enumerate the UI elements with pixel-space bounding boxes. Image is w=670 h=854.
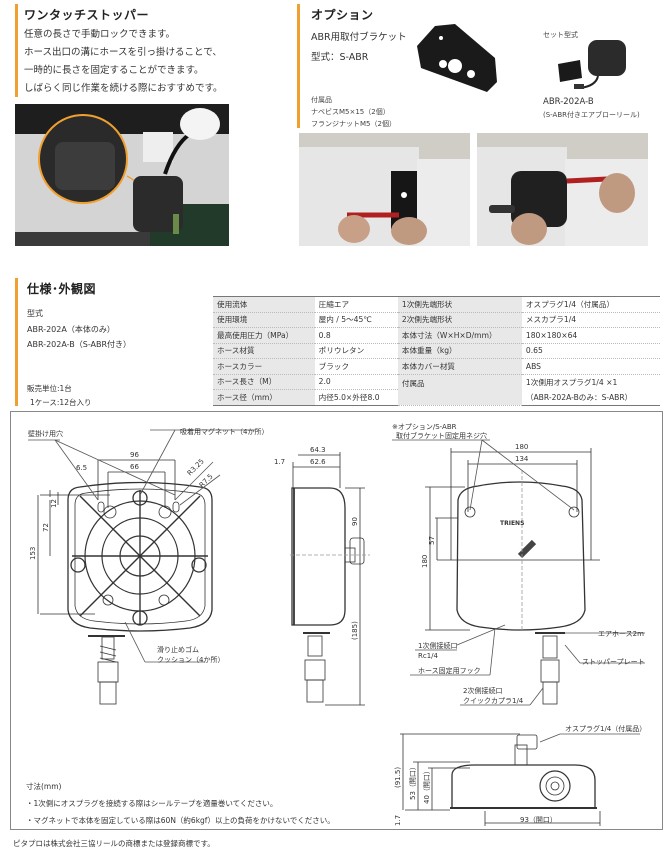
drawing-frame <box>10 411 663 830</box>
svg-text:滑り止めゴム: 滑り止めゴム <box>157 645 199 654</box>
svg-text:93（開口）: 93（開口） <box>520 816 557 824</box>
accent-bar <box>15 278 18 406</box>
svg-text:72: 72 <box>42 523 50 532</box>
set-desc: (S-ABR付きエアブローリール) <box>543 111 640 119</box>
install-photo-1 <box>299 133 470 246</box>
spec-table: 使用流体圧縮エア 1次側先端形状オスプラグ1/4（付属品） 使用環境屋内 / 5… <box>213 296 660 406</box>
accessory-item: フランジナットM5（2個） <box>311 120 396 128</box>
set-photo <box>550 38 630 92</box>
bracket-photo <box>415 22 500 97</box>
svg-text:※オプション/S-ABR: ※オプション/S-ABR <box>392 423 457 431</box>
svg-text:(91.5): (91.5) <box>394 767 402 788</box>
case-qty: 1ケース:12台入り <box>30 398 92 407</box>
accent-bar <box>15 4 18 97</box>
dim-66: 66 <box>130 463 139 471</box>
svg-text:オスプラグ1/4（付属品）: オスプラグ1/4（付属品） <box>565 724 646 733</box>
dim-96: 96 <box>130 451 139 459</box>
table-row: 使用流体圧縮エア 1次側先端形状オスプラグ1/4（付属品） <box>213 296 660 313</box>
svg-text:153: 153 <box>29 547 37 560</box>
svg-text:R3.25: R3.25 <box>186 457 206 477</box>
svg-text:53（開口）: 53（開口） <box>409 763 417 800</box>
model-item: ABR-202A-B（S-ABR付き） <box>27 340 132 349</box>
set-model-label: セット型式 <box>543 31 578 39</box>
svg-text:57: 57 <box>428 536 436 545</box>
table-row: ホース径（mm）内径5.0×外径8.0 （ABR-202A-Bのみ：S-ABR） <box>213 389 660 406</box>
svg-text:ホース固定用フック: ホース固定用フック <box>418 666 481 675</box>
sales-unit: 販売単位:1台 <box>27 384 72 393</box>
install-photo-2 <box>477 133 648 246</box>
svg-text:(185): (185) <box>351 621 359 640</box>
spec-title: 仕様･外観図 <box>27 282 97 296</box>
option-title: オプション <box>311 8 374 22</box>
table-row: 使用環境屋内 / 5～45℃ 2次側先端形状メスカプラ1/4 <box>213 312 660 328</box>
svg-text:134: 134 <box>515 455 529 463</box>
model-item: ABR-202A（本体のみ） <box>27 325 115 334</box>
svg-text:クイックカプラ1/4: クイックカプラ1/4 <box>463 697 524 705</box>
svg-text:1.7: 1.7 <box>274 458 285 466</box>
accent-bar <box>297 4 300 128</box>
bracket-name: ABR用取付ブラケット <box>311 32 407 43</box>
dimension-unit-note: 寸法(mm) <box>26 782 62 791</box>
svg-text:12: 12 <box>50 499 58 508</box>
svg-text:62.6: 62.6 <box>310 458 326 466</box>
svg-text:90: 90 <box>351 517 359 526</box>
model-label: 型式 <box>27 309 43 318</box>
svg-text:1.7: 1.7 <box>394 815 402 826</box>
trademark-footer: ピタプロは株式会社三協リールの商標または登録商標です。 <box>13 839 215 848</box>
table-row: ホース材質ポリウレタン 本体重量（kg）0.65 <box>213 343 660 359</box>
caution-note: ・1次側にオスプラグを接続する際はシールテープを適量巻いてください。 <box>26 799 278 808</box>
stopper-photo <box>15 104 229 246</box>
stopper-title: ワンタッチストッパー <box>24 8 150 22</box>
svg-text:2次側接続口: 2次側接続口 <box>463 686 502 695</box>
svg-text:エアホース2m: エアホース2m <box>598 630 644 638</box>
dim-6.5: 6.5 <box>76 464 87 472</box>
svg-text:TRIENS: TRIENS <box>500 520 524 527</box>
svg-text:Rc1/4: Rc1/4 <box>418 652 439 660</box>
table-row: 最高使用圧力（MPa）0.8 本体寸法（W×H×D/mm）180×180×64 <box>213 327 660 344</box>
bracket-model: 型式：S-ABR <box>311 52 369 63</box>
svg-text:180: 180 <box>421 555 429 568</box>
svg-text:ストッパープレート: ストッパープレート <box>582 658 645 666</box>
accessory-item: ナベビスM5×15（2個） <box>311 108 390 116</box>
svg-text:64.3: 64.3 <box>310 446 326 454</box>
svg-text:40（開口）: 40（開口） <box>423 767 431 804</box>
svg-text:壁掛け用穴: 壁掛け用穴 <box>28 429 63 438</box>
svg-text:取付ブラケット固定用ネジ穴: 取付ブラケット固定用ネジ穴 <box>396 431 487 440</box>
svg-text:1次側接続口: 1次側接続口 <box>418 641 457 650</box>
caution-note: ・マグネットで本体を固定している際は60N（約6kgf）以上の負荷をかけないでく… <box>26 816 335 825</box>
svg-text:クッション（4か所）: クッション（4か所） <box>157 655 224 664</box>
accessories-label: 付属品 <box>311 96 332 104</box>
stopper-description: 任意の長さで手動ロックできます。 ホース出口の溝にホースを引っ掛けることで、 一… <box>24 29 223 94</box>
set-model: ABR-202A-B <box>543 97 594 107</box>
svg-text:吸着用マグネット（4か所）: 吸着用マグネット（4か所） <box>180 427 268 436</box>
svg-text:180: 180 <box>515 443 528 451</box>
